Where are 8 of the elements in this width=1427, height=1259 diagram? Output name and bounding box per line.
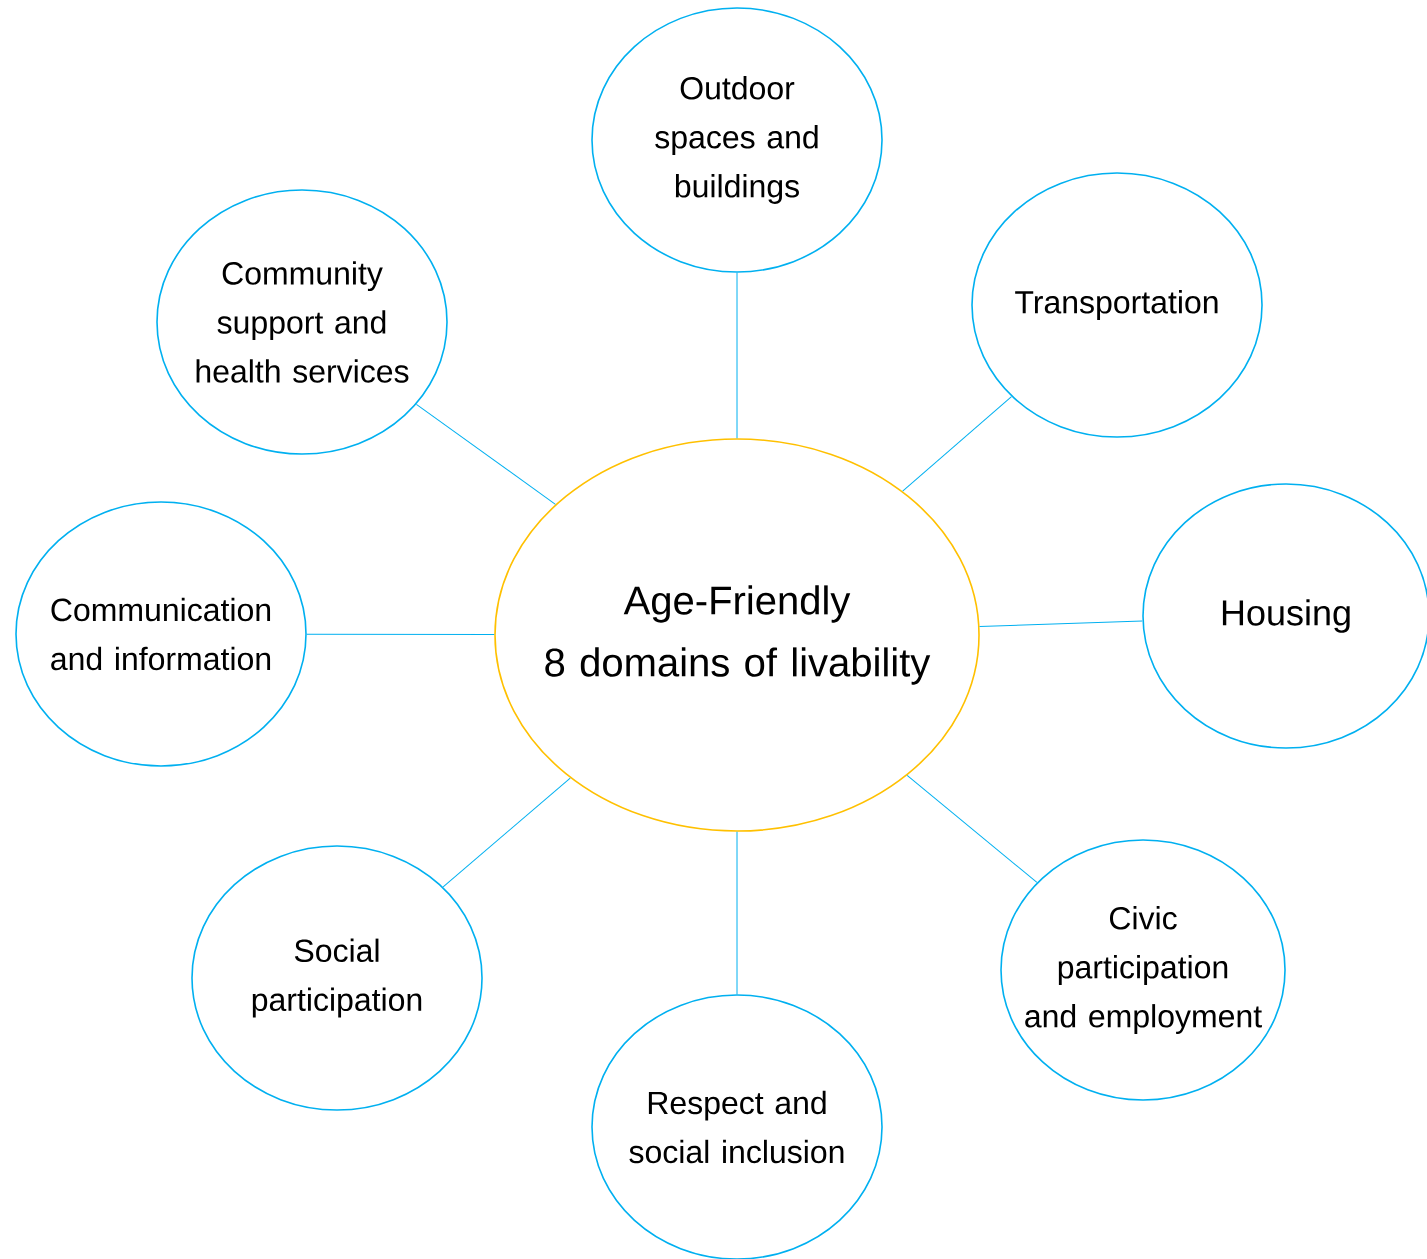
connector-line <box>902 396 1012 492</box>
connector-line <box>306 633 495 636</box>
connector-line <box>736 831 738 995</box>
connector-line <box>906 774 1038 883</box>
connector-line <box>736 272 738 439</box>
connector-line <box>442 777 571 888</box>
connector-line <box>979 620 1143 628</box>
connector-line <box>415 403 556 505</box>
